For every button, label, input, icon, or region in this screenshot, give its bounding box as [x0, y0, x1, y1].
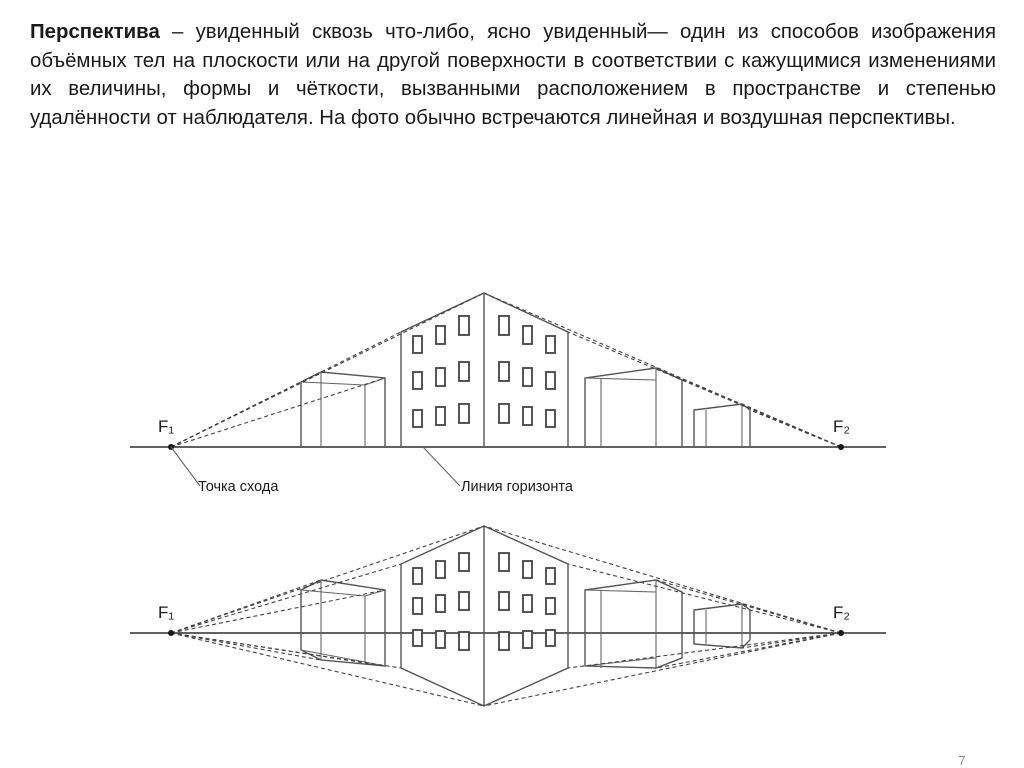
- left-block: [300, 371, 386, 447]
- callout-vanishing-point: [170, 446, 201, 487]
- construction-lines: [170, 292, 842, 448]
- top-diagram: F₁ F₂ Точка схода Линия горизонта: [130, 292, 886, 495]
- window-grid-right-bottom: [498, 552, 556, 651]
- window-grid-left: [412, 315, 470, 428]
- right-block: [584, 367, 683, 447]
- page-number: 7: [958, 753, 966, 768]
- label-horizon-line: Линия горизонта: [461, 479, 574, 495]
- definition-paragraph: Перспектива – увиденный сквозь что-либо,…: [30, 18, 996, 132]
- label-f2-bottom: F₂: [833, 603, 850, 622]
- window-grid-left-bottom: [412, 552, 470, 651]
- window-grid-right: [498, 315, 556, 428]
- central-building-bottom: [400, 525, 569, 707]
- left-block-bottom: [300, 579, 386, 667]
- central-building: [400, 292, 569, 447]
- label-f1-top: F₁: [158, 417, 174, 436]
- small-box: [693, 403, 751, 447]
- construction-lines-bottom: [170, 525, 842, 707]
- definition-text: – увиденный сквозь что-либо, ясно увиден…: [30, 21, 996, 129]
- term-perspective: Перспектива: [30, 21, 160, 43]
- label-f1-bottom: F₁: [158, 603, 174, 622]
- label-f2-top: F₂: [833, 417, 850, 436]
- label-vanishing-point: Точка схода: [198, 479, 279, 495]
- vanishing-point-right-bottom: [838, 630, 844, 636]
- bottom-diagram: F₁ F₂: [130, 525, 886, 707]
- small-box-bottom: [693, 603, 751, 649]
- vanishing-point-left-bottom: [168, 630, 174, 636]
- right-block-bottom: [584, 579, 683, 669]
- callout-horizon: [422, 446, 461, 487]
- vanishing-point-right: [838, 444, 844, 450]
